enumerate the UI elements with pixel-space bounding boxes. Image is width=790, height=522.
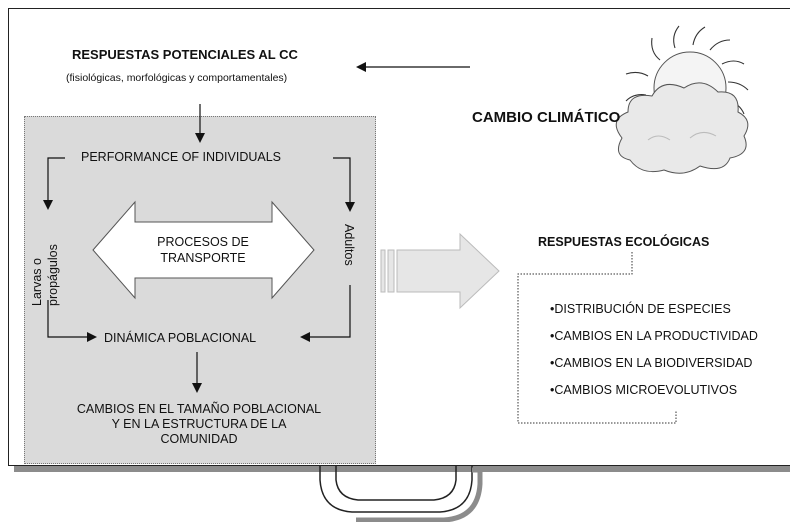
climate-change-label: CAMBIO CLIMÁTICO	[472, 109, 621, 126]
adults-to-dynamics-line	[300, 285, 351, 342]
ecological-item: •DISTRIBUCIÓN DE ESPECIES	[550, 302, 731, 316]
performance-to-larvae-line	[43, 157, 65, 210]
transport-label: PROCESOS DE TRANSPORTE	[140, 234, 266, 266]
ecological-item: •CAMBIOS EN LA BIODIVERSIDAD	[550, 356, 753, 370]
performance-label: PERFORMANCE OF INDIVIDUALS	[81, 150, 282, 164]
ecological-responses-title: RESPUESTAS ECOLÓGICAS	[538, 235, 710, 249]
process-box	[24, 116, 376, 464]
potential-responses-title: RESPUESTAS POTENCIALES AL CC	[72, 47, 298, 62]
potential-responses-subtitle: (fisiológicas, morfológicas y comportame…	[66, 72, 288, 84]
transport-double-arrow	[92, 200, 315, 300]
transport-label-line-1: PROCESOS DE	[157, 235, 249, 249]
sun-cloud-icon	[615, 25, 749, 174]
ecological-item: •CAMBIOS MICROEVOLUTIVOS	[550, 383, 738, 397]
ecological-bracket	[517, 252, 677, 424]
community-changes-line-3: COMUNIDAD	[160, 432, 238, 446]
community-changes-label: CAMBIOS EN EL TAMAÑO POBLACIONAL Y EN LA…	[44, 402, 354, 447]
community-changes-line-2: Y EN LA ESTRUCTURA DE LA	[111, 417, 287, 431]
performance-to-adults-line	[333, 157, 355, 212]
ecological-item: •CAMBIOS EN LA PRODUCTIVIDAD	[550, 329, 758, 343]
big-right-arrow	[380, 232, 500, 310]
larvae-to-dynamics-line	[47, 300, 97, 342]
transport-label-line-2: TRANSPORTE	[160, 251, 246, 265]
community-changes-line-1: CAMBIOS EN EL TAMAÑO POBLACIONAL	[76, 402, 322, 416]
dynamics-label: DINÁMICA POBLACIONAL	[104, 331, 257, 345]
